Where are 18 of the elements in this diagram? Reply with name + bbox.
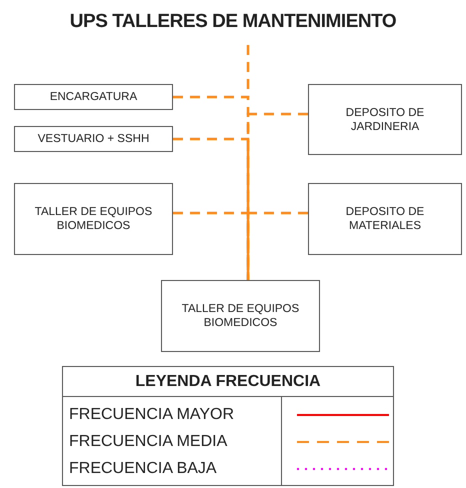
room-label: TALLER DE EQUIPOS BIOMEDICOS xyxy=(180,302,300,330)
room-box xyxy=(14,126,173,152)
room-label: DEPOSITO DE MATERIALES xyxy=(344,205,426,233)
room-label: TALLER DE EQUIPOS BIOMEDICOS xyxy=(34,205,154,233)
room-label: DEPOSITO DE JARDINERIA xyxy=(344,106,426,134)
room-box xyxy=(161,280,320,352)
legend-text: FRECUENCIA MEDIA xyxy=(69,432,228,452)
room-box xyxy=(14,183,173,255)
room-box xyxy=(308,84,462,155)
room-label: ENCARGATURA xyxy=(50,90,138,104)
room-box xyxy=(308,183,462,255)
room-box xyxy=(14,84,173,110)
connector-line xyxy=(246,212,308,280)
legend-title: LEYENDA FRECUENCIA xyxy=(135,372,321,392)
diagram-title: UPS TALLERES DE MANTENIMIENTO xyxy=(68,10,398,34)
room-label: VESTUARIO + SSHH xyxy=(38,132,150,146)
legend-text: FRECUENCIA MAYOR xyxy=(69,405,236,425)
legend-text: FRECUENCIA BAJA xyxy=(69,459,218,479)
